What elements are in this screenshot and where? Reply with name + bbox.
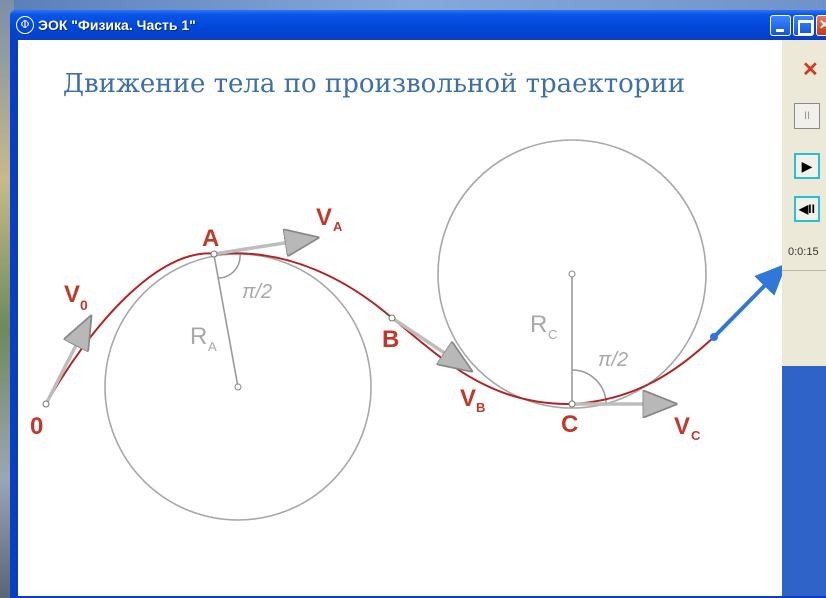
close-icon[interactable]: ✕: [802, 59, 819, 81]
label-v0-sub: 0: [80, 297, 88, 313]
velocity-vector-a: [213, 238, 316, 254]
panel-divider: [782, 270, 826, 271]
center-c: [568, 270, 576, 278]
control-panel: ✕ II ▶ ◀II 0:0:15: [782, 40, 826, 596]
label-rc: R: [530, 311, 547, 338]
osculating-circle-c: [437, 139, 707, 409]
app-window: Φ ЭОК "Физика. Часть 1" Движение тела по…: [10, 10, 826, 598]
point-b-marker: [388, 314, 396, 322]
maximize-button[interactable]: [793, 15, 814, 36]
velocity-vector-0: [44, 318, 90, 405]
panel-lower-area: [782, 366, 826, 596]
label-ra: R: [190, 323, 207, 350]
label-vb-sub: B: [476, 400, 485, 415]
label-point-a: A: [202, 225, 219, 252]
minimize-button[interactable]: [770, 15, 791, 36]
point-a-marker: [210, 250, 218, 258]
elapsed-time: 0:0:15: [788, 246, 819, 258]
trajectory-curve: [45, 252, 715, 406]
step-back-button[interactable]: ◀II: [794, 196, 820, 222]
title-bar[interactable]: Φ ЭОК "Физика. Часть 1": [10, 10, 826, 40]
label-point-b: B: [382, 326, 399, 353]
play-button[interactable]: ▶: [794, 153, 820, 179]
radius-line-a: [213, 254, 239, 388]
label-vc-sub: C: [691, 428, 701, 443]
window-close-button[interactable]: [816, 15, 826, 36]
moving-body: [710, 333, 718, 341]
desktop-background-strip: [0, 0, 826, 12]
pause-button[interactable]: II: [794, 103, 820, 129]
label-vb: V: [460, 385, 476, 412]
angle-arc-a: [217, 253, 241, 279]
label-rc-sub: C: [548, 327, 557, 342]
app-icon[interactable]: Φ: [16, 16, 34, 34]
label-ra-sub: A: [208, 339, 217, 354]
label-va-sub: A: [333, 219, 343, 234]
label-angle-a: π/2: [242, 281, 272, 303]
velocity-vector-b: [391, 316, 470, 370]
center-a: [234, 383, 242, 391]
point-0-marker: [42, 400, 50, 408]
label-v0: V: [64, 281, 80, 308]
angle-arc-c: [571, 369, 607, 405]
point-c-marker: [568, 400, 576, 408]
label-angle-c: π/2: [598, 349, 628, 371]
slide-heading: Движение тела по произвольной траектории: [63, 69, 685, 99]
label-va: V: [316, 204, 332, 231]
trajectory-diagram: Движение тела по произвольной траектории: [30, 69, 782, 521]
velocity-vector-current: [712, 263, 782, 339]
label-origin: 0: [30, 413, 43, 440]
label-point-c: C: [561, 411, 578, 438]
label-vc: V: [674, 413, 690, 440]
animation-canvas: Движение тела по произвольной траектории: [18, 40, 782, 596]
window-title: ЭОК "Физика. Часть 1": [38, 17, 196, 33]
